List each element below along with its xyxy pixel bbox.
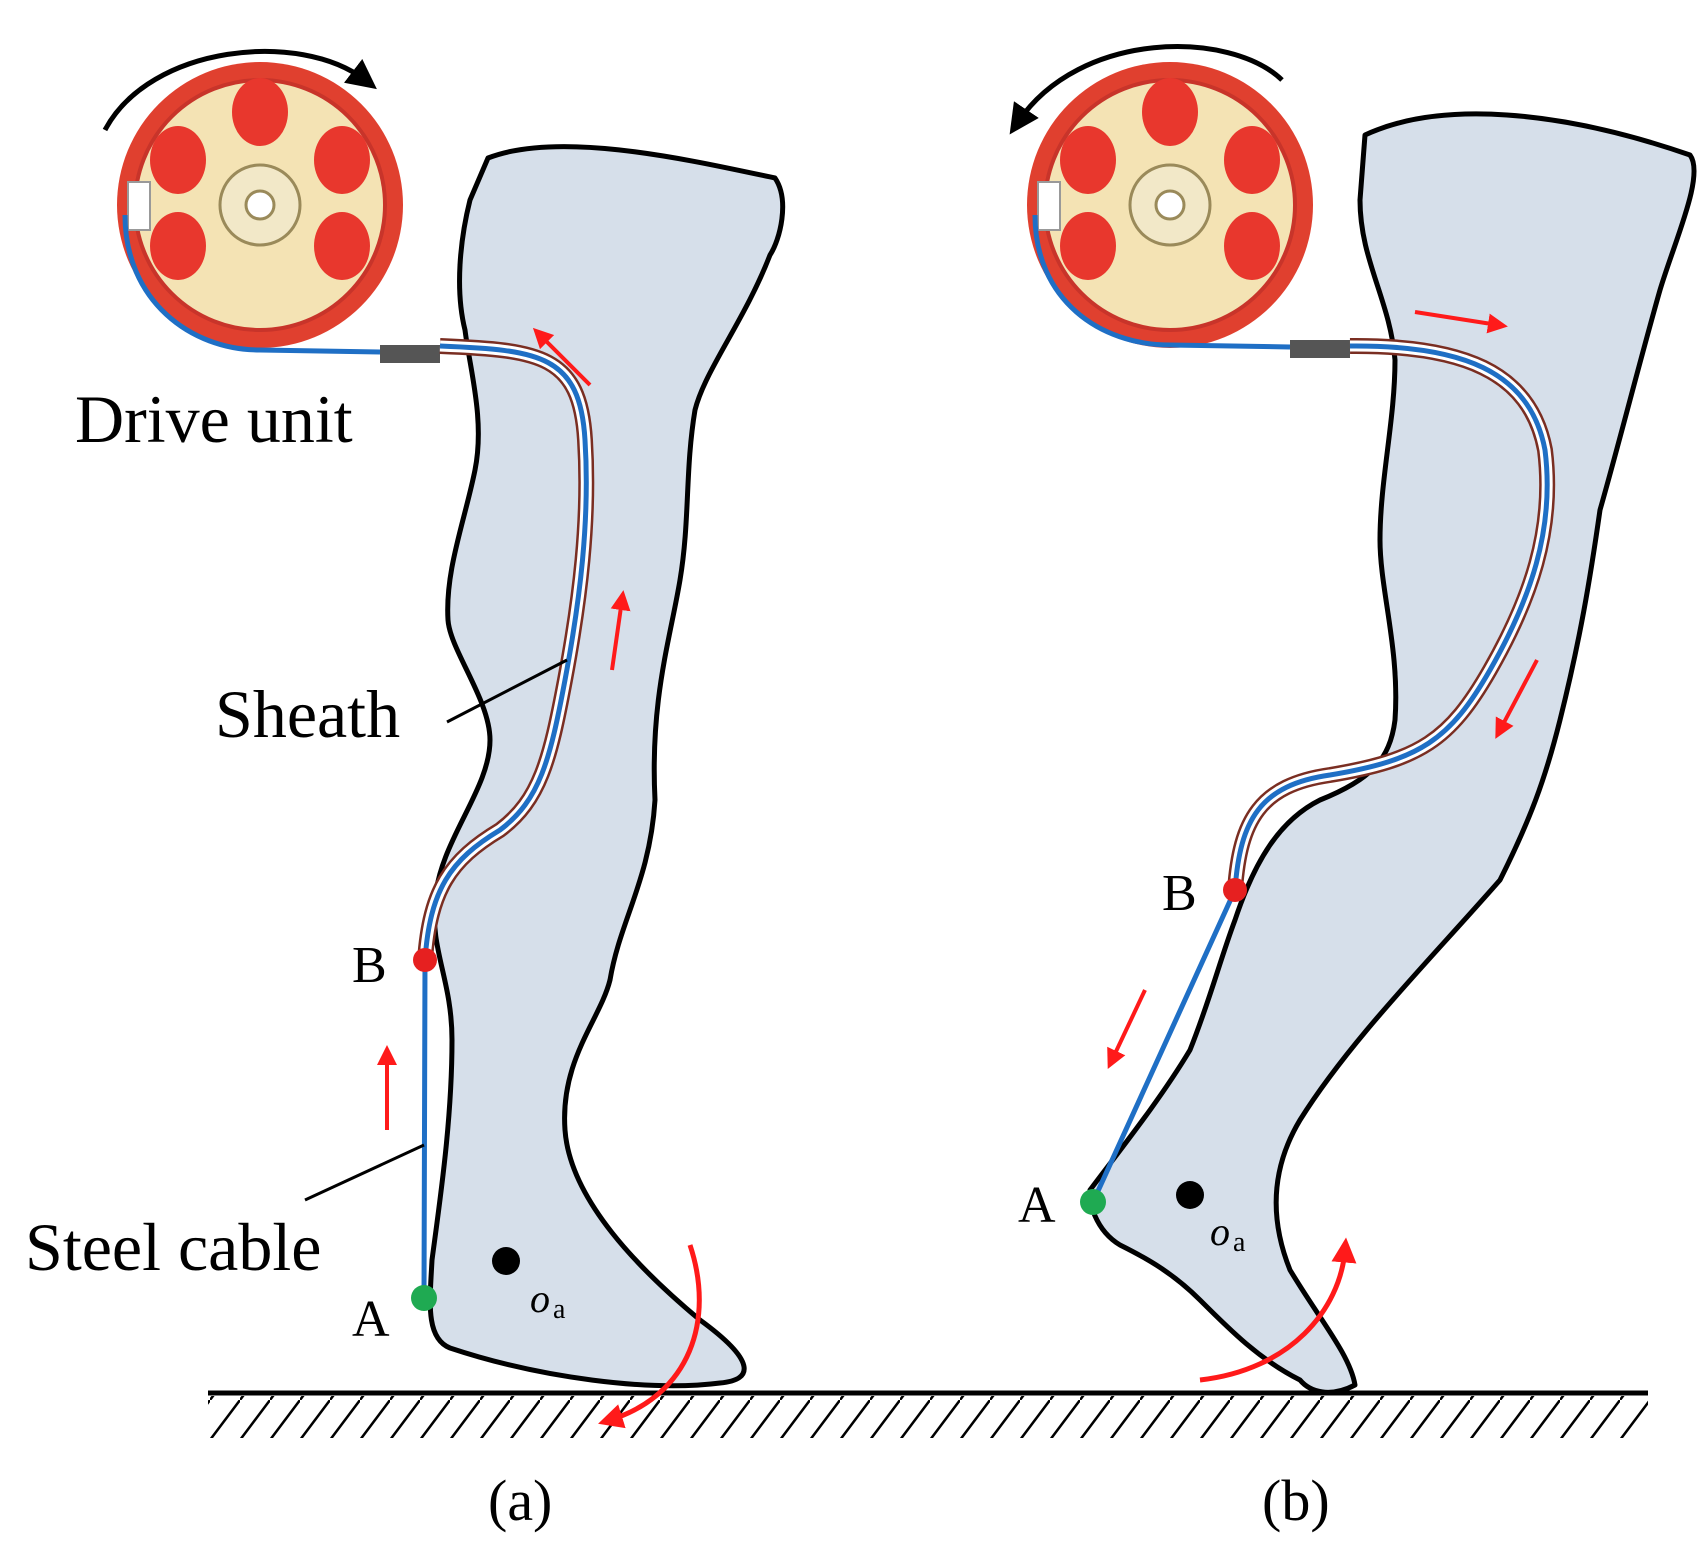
motion-arrow-up (532, 327, 592, 387)
panel-a: Drive unit Sheath Steel cable B A o a (a… (25, 48, 786, 1533)
cable-clamp (1037, 181, 1061, 231)
drive-pad (1224, 126, 1280, 194)
ankle-center-marker-b (1176, 1181, 1204, 1209)
drive-pad (150, 126, 206, 194)
sheath-label: Sheath (215, 676, 400, 752)
drive-pad (232, 78, 288, 146)
drive-cable-wrap (1032, 214, 1291, 350)
foot-rotation-arrow (1199, 1237, 1357, 1383)
drive-pad (314, 212, 370, 280)
panel-b: B A o a (b) (1009, 44, 1697, 1533)
sheath-connector (1290, 340, 1350, 358)
sheath-leader-line (446, 658, 568, 724)
point-a-label-b: A (1018, 1177, 1056, 1234)
drive-pad (150, 212, 206, 280)
drive-pad (1224, 212, 1280, 280)
drive-cable-wrap (122, 214, 381, 355)
drive-unit-a (102, 48, 440, 363)
ankle-center-marker-a (492, 1247, 520, 1275)
drive-shaft (1154, 189, 1186, 221)
ankle-center-sub-a: a (553, 1294, 566, 1325)
drive-pad (1060, 212, 1116, 280)
drive-pad (1060, 126, 1116, 194)
cable-leader-line (304, 1143, 425, 1202)
steel-cable-a (421, 343, 589, 1299)
drive-unit-b (1009, 44, 1350, 358)
foot-rotation-arrow (598, 1244, 702, 1429)
point-b-marker-a (413, 948, 437, 972)
point-b-label-a: B (352, 937, 387, 994)
point-a-marker-b (1080, 1189, 1106, 1215)
drive-pad (314, 126, 370, 194)
ground (208, 1390, 1648, 1438)
ankle-center-label-b: o (1210, 1209, 1230, 1254)
point-b-label-b: B (1162, 865, 1197, 922)
drive-shaft (244, 189, 276, 221)
point-b-marker-b (1223, 878, 1247, 902)
panel-caption-a: (a) (488, 1468, 552, 1533)
motion-arrow-down (1495, 659, 1539, 739)
leg-a (427, 144, 786, 1389)
drive-pad (1142, 78, 1198, 146)
motion-arrow-up (610, 590, 631, 671)
point-a-marker-a (411, 1285, 437, 1311)
sheath-connector (380, 345, 440, 363)
steel-cable-b (1090, 343, 1550, 1204)
ground-hatching (208, 1396, 1648, 1438)
rotation-arrow (102, 48, 377, 132)
motion-arrow-down (1107, 989, 1147, 1070)
rotation-arrow (1009, 44, 1284, 135)
motion-arrow-down (1414, 310, 1508, 334)
ankle-center-label-a: o (530, 1276, 550, 1321)
steel-cable-label: Steel cable (25, 1209, 321, 1285)
panel-caption-b: (b) (1262, 1468, 1330, 1533)
cable-clamp (127, 181, 151, 231)
drive-unit-label: Drive unit (75, 381, 353, 457)
point-a-label-a: A (352, 1291, 390, 1348)
ankle-center-sub-b: a (1233, 1227, 1246, 1258)
